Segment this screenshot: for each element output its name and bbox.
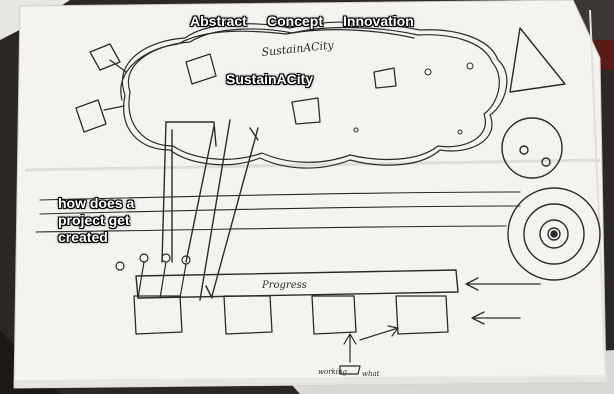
label-line-2: project get xyxy=(58,212,130,228)
label-abstract: Abstract xyxy=(190,13,247,29)
note-right-scribble: what xyxy=(362,370,380,378)
label-sustainacity: SustainACity xyxy=(226,71,314,87)
note-left-scribble: working xyxy=(318,368,348,376)
box-sketch xyxy=(133,295,449,335)
cloud-sketch xyxy=(120,21,508,169)
triangle-sketch xyxy=(509,27,566,93)
label-concept: Concept xyxy=(267,13,323,29)
label-how-does-a-project-get-created: how does a project get created xyxy=(58,195,168,246)
progress-bar-sketch xyxy=(135,269,459,299)
label-line-1: how does a xyxy=(58,195,135,211)
target-sketch xyxy=(507,187,601,281)
box-sketch xyxy=(75,43,397,133)
circle-sketch xyxy=(501,117,563,179)
progress-scribble-text: Progress xyxy=(261,280,307,291)
label-line-3: created xyxy=(58,229,108,245)
label-innovation: Innovation xyxy=(343,13,414,29)
